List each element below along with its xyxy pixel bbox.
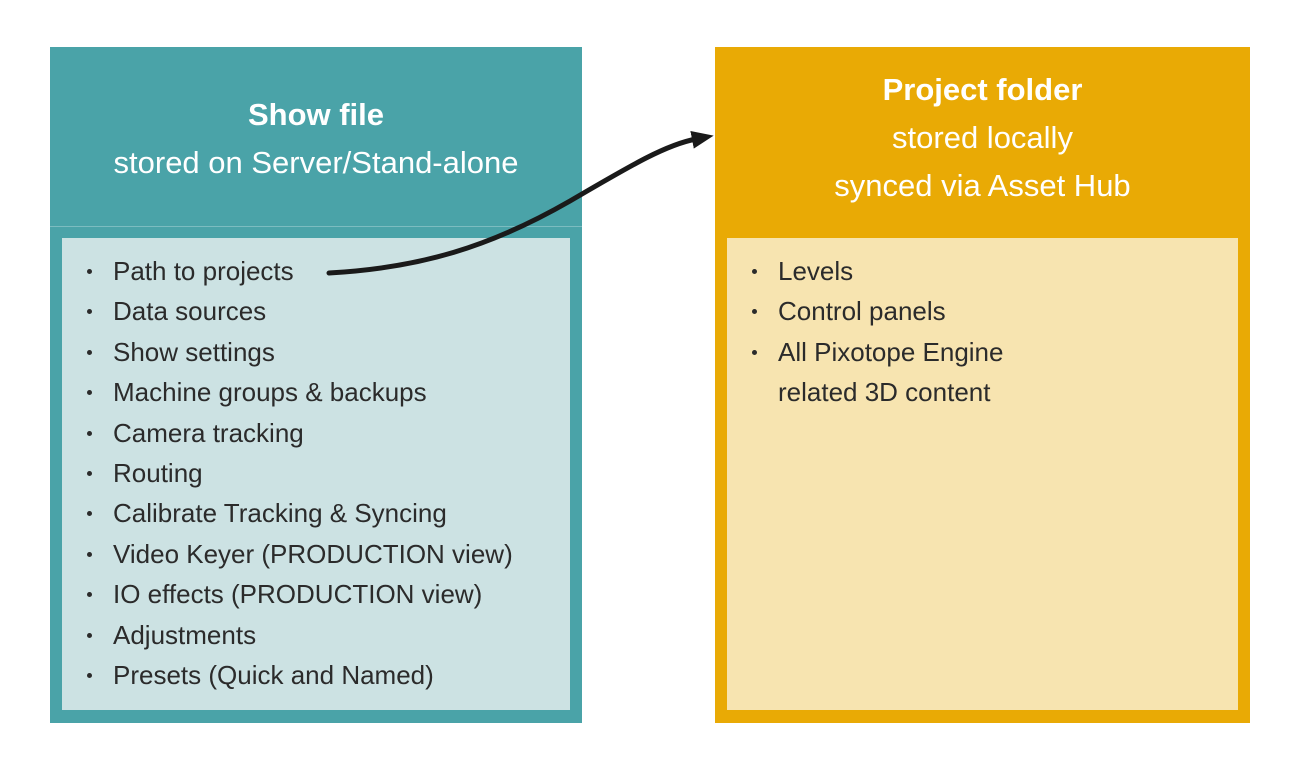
list-item-label: IO effects (PRODUCTION view) (113, 579, 483, 610)
list-item: Path to projects (86, 251, 554, 291)
bullet-icon (87, 269, 92, 274)
project-folder-list: Levels Control panels All Pixotope Engin… (727, 238, 1238, 413)
list-item-label: All Pixotope Engine related 3D content (778, 336, 1004, 408)
show-file-panel: Show file stored on Server/Stand-alone P… (50, 47, 582, 723)
list-item-label: Levels (778, 256, 854, 286)
bullet-icon (87, 471, 92, 477)
list-item-label: Calibrate Tracking & Syncing (113, 498, 447, 529)
subtitle-line: stored on Server/Stand-alone (113, 145, 519, 180)
show-file-contents-box: Path to projects Data sources Show setti… (62, 238, 570, 710)
list-item: Adjustments (86, 615, 554, 655)
list-item: Camera tracking (86, 413, 554, 453)
subtitle-line: synced via Asset Hub (834, 168, 1131, 203)
subtitle-line: stored locally (892, 120, 1073, 155)
list-item: Presets (Quick and Named) (86, 655, 554, 695)
show-file-title: Show file (247, 97, 385, 132)
bullet-icon (87, 349, 92, 355)
list-item-label: Show settings (113, 336, 275, 367)
list-item: Levels (751, 251, 1222, 291)
bullet-icon (87, 592, 92, 598)
bullet-icon (87, 511, 92, 517)
list-item-label: Adjustments (113, 619, 257, 650)
list-item-label: Machine groups & backups (113, 377, 427, 408)
list-item: Routing (86, 453, 554, 493)
show-file-list: Path to projects Data sources Show setti… (62, 238, 570, 695)
list-item-label: Camera tracking (113, 417, 304, 448)
bullet-icon (87, 309, 92, 315)
list-item-label: Control panels (778, 296, 946, 327)
list-item-label: Routing (113, 458, 203, 489)
list-item: All Pixotope Engine related 3D content (751, 332, 1222, 413)
list-item: Calibrate Tracking & Syncing (86, 493, 554, 533)
bullet-icon (752, 349, 757, 355)
bullet-icon (87, 673, 92, 679)
project-folder-contents-box: Levels Control panels All Pixotope Engin… (727, 238, 1238, 710)
list-item: Video Keyer (PRODUCTION view) (86, 534, 554, 574)
project-folder-header: Project folder stored locally synced via… (715, 47, 1250, 210)
bullet-icon (87, 430, 92, 436)
list-item-label: Video Keyer (PRODUCTION view) (113, 538, 513, 569)
bullet-icon (87, 390, 92, 396)
show-file-subtitle: stored on Server/Stand-alone (50, 139, 582, 187)
list-item: IO effects (PRODUCTION view) (86, 574, 554, 614)
bullet-icon (752, 309, 757, 315)
list-item: Machine groups & backups (86, 372, 554, 412)
project-folder-subtitle: stored locally synced via Asset Hub (715, 114, 1250, 210)
list-item: Control panels (751, 291, 1222, 331)
project-folder-panel: Project folder stored locally synced via… (715, 47, 1250, 723)
bullet-icon (87, 551, 92, 557)
list-item: Show settings (86, 332, 554, 372)
list-item-label: Path to projects (113, 256, 294, 286)
show-file-header: Show file stored on Server/Stand-alone (50, 47, 582, 187)
bullet-icon (87, 632, 92, 638)
list-item-label: Presets (Quick and Named) (113, 660, 434, 691)
list-item: Data sources (86, 291, 554, 331)
list-item-label: Data sources (113, 296, 267, 327)
project-folder-title: Project folder (882, 72, 1083, 107)
bullet-icon (752, 269, 757, 274)
